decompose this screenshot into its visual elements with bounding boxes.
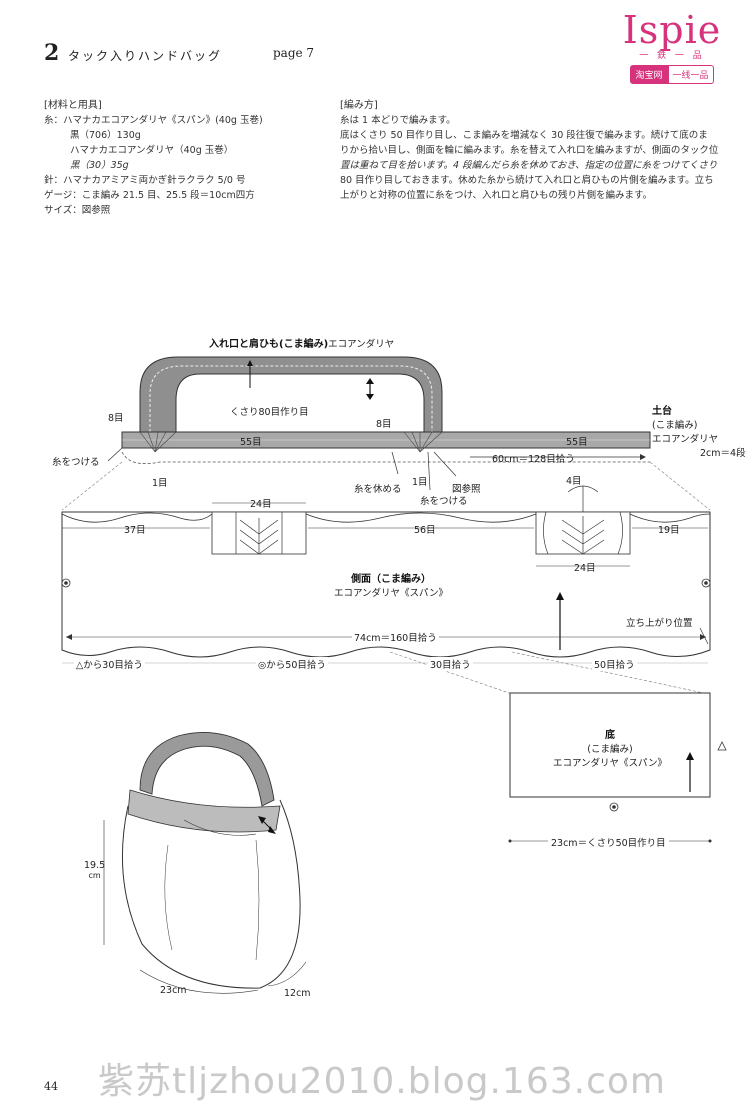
- brand-badge: 淘宝网 一线一品: [612, 65, 732, 84]
- materials-line: ゲージ：こま編み 21.5 目、25.5 段＝10cm四方: [44, 190, 255, 201]
- stitch-count-8-left: 8目: [108, 413, 124, 424]
- side-yarn: エコアンダリヤ《スパン》: [333, 588, 449, 599]
- pick-fifty-label: 50目拾う: [592, 657, 637, 671]
- handle-label: 入れ口と肩ひも(こま編み)エコアンダリヤ: [209, 335, 394, 350]
- side-title: 側面（こま編み）: [351, 574, 431, 585]
- handle-title: 入れ口と肩ひも: [209, 339, 279, 350]
- count-56: 56目: [414, 525, 436, 536]
- bag-height-label: 19.5 cm: [84, 860, 105, 880]
- page-number: 44: [44, 1080, 58, 1093]
- base-stitch: (こま編み): [652, 420, 698, 431]
- base-title: 土台: [652, 406, 672, 417]
- see-figure-label: 図参照: [452, 484, 481, 495]
- bag-depth-label: 12cm: [284, 988, 311, 999]
- watermark: 紫苏tljzhou2010.blog.163.com: [98, 1061, 666, 1102]
- handle-strap-shape: [139, 356, 443, 433]
- handle-inner-line: [149, 365, 433, 432]
- instructions-line: 底はくさり 50 目作り目し、こま編みを増減なく 30 段往復で編みます。続けて…: [340, 130, 708, 141]
- pick-thirty-label: 30目拾う: [428, 657, 473, 671]
- badge-right: 一线一品: [667, 65, 714, 84]
- bottom-yarn: エコアンダリヤ《スパン》: [552, 758, 668, 769]
- tuck-right-count: 24目: [574, 563, 596, 574]
- materials-line: サイズ：図参照: [44, 205, 111, 216]
- badge-left: 淘宝网: [630, 65, 668, 84]
- instructions-line: 置は重ねて目を拾います。4 段編んだら糸を休めておき、指定の位置に糸をつけてくさ…: [340, 160, 718, 171]
- bag-illustration: [103, 731, 307, 994]
- brand-name: Ispie: [622, 8, 722, 52]
- pick-triangle-label: △から30目拾う: [74, 657, 145, 671]
- base-height-label: 2cm＝4段: [700, 448, 746, 459]
- rest-yarn-label: 糸を休める: [354, 484, 402, 495]
- stitch-count-55-right: 55目: [566, 437, 588, 448]
- bottom-stitch: (こま編み): [587, 744, 633, 755]
- tuck-left-count: 24目: [250, 499, 272, 510]
- pick-circle-label: ◎から50目拾う: [256, 657, 328, 671]
- materials-heading: [材料と用具]: [44, 100, 102, 111]
- handle-yarn: エコアンダリヤ: [328, 339, 395, 350]
- attach-yarn-mid-label: 糸をつける: [420, 496, 468, 507]
- handle-stitch: (こま編み): [279, 339, 329, 350]
- materials-line: 黒（30）35g: [70, 160, 129, 171]
- base-yarn: エコアンダリヤ: [652, 434, 719, 445]
- base-label: 土台 (こま編み) エコアンダリヤ: [652, 402, 718, 445]
- materials-list: 糸：ハマナカエコアンダリヤ《スパン》(40g 玉巻) 黒（706）130g ハマ…: [44, 113, 263, 218]
- count-37: 37目: [124, 525, 146, 536]
- twenty-three-label: 23cm＝くさり50目作り目: [548, 835, 669, 849]
- pattern-number: 2: [44, 40, 60, 66]
- count-19: 19目: [658, 525, 680, 536]
- one-stitch-left: 1目: [152, 478, 168, 489]
- stitch-count-8-right: 8目: [376, 419, 392, 430]
- brand-subtitle: 一 鉄 一 品: [639, 51, 705, 61]
- page-reference: page 7: [273, 46, 315, 60]
- chain-start-label: くさり80目作り目: [230, 407, 309, 418]
- four-stitch-label: 4目: [566, 476, 582, 487]
- materials-line: 針：ハマナカアミアミ両かぎ針ラクラク 5/0 号: [44, 175, 246, 186]
- side-label: 側面（こま編み） エコアンダリヤ《スパン》: [316, 570, 466, 599]
- bag-height-unit: cm: [88, 871, 101, 880]
- instructions-text: 糸は 1 本どりで編みます。 底はくさり 50 目作り目し、こま編みを増減なく …: [340, 113, 744, 203]
- materials-line: ハマナカエコアンダリヤ（40g 玉巻）: [70, 145, 234, 156]
- instructions-heading: [編み方]: [340, 100, 378, 111]
- bag-width-label: 23cm: [160, 985, 187, 996]
- brand-logo: Ispie 一 鉄 一 品 淘宝网 一线一品: [612, 10, 732, 84]
- pattern-title: タック入りハンドバッグ: [68, 49, 223, 63]
- materials-line: 黒（706）130g: [70, 130, 141, 141]
- attach-yarn-left-label: 糸をつける: [52, 457, 100, 468]
- one-stitch-right: 1目: [412, 477, 428, 488]
- bag-height-value: 19.5: [84, 860, 106, 871]
- seventy-four-label: 74cm＝160目拾う: [352, 630, 439, 644]
- rise-position-label: 立ち上がり位置: [626, 618, 693, 629]
- materials-line: 糸：ハマナカエコアンダリヤ《スパン》(40g 玉巻): [44, 115, 263, 126]
- stitch-count-55-left: 55目: [240, 437, 262, 448]
- instructions-line: 80 目作り目しておきます。休めた糸から続けて入れ口と肩ひもの片側を編みます。立…: [340, 175, 714, 186]
- bottom-label: 底 (こま編み) エコアンダリヤ《スパン》: [540, 726, 680, 769]
- bottom-title: 底: [605, 730, 615, 741]
- instructions-line: 上がりと対称の位置に糸をつけ、入れ口と肩ひもの残り片側を編みます。: [340, 190, 653, 201]
- sixty-cm-label: 60cm＝128目拾う: [492, 454, 575, 465]
- instructions-line: 糸は 1 本どりで編みます。: [340, 115, 456, 126]
- bottom-panel: [509, 692, 711, 798]
- instructions-line: りから拾い目し、側面を輪に編みます。糸を替えて入れ口を編みますが、側面のタック位: [340, 145, 719, 156]
